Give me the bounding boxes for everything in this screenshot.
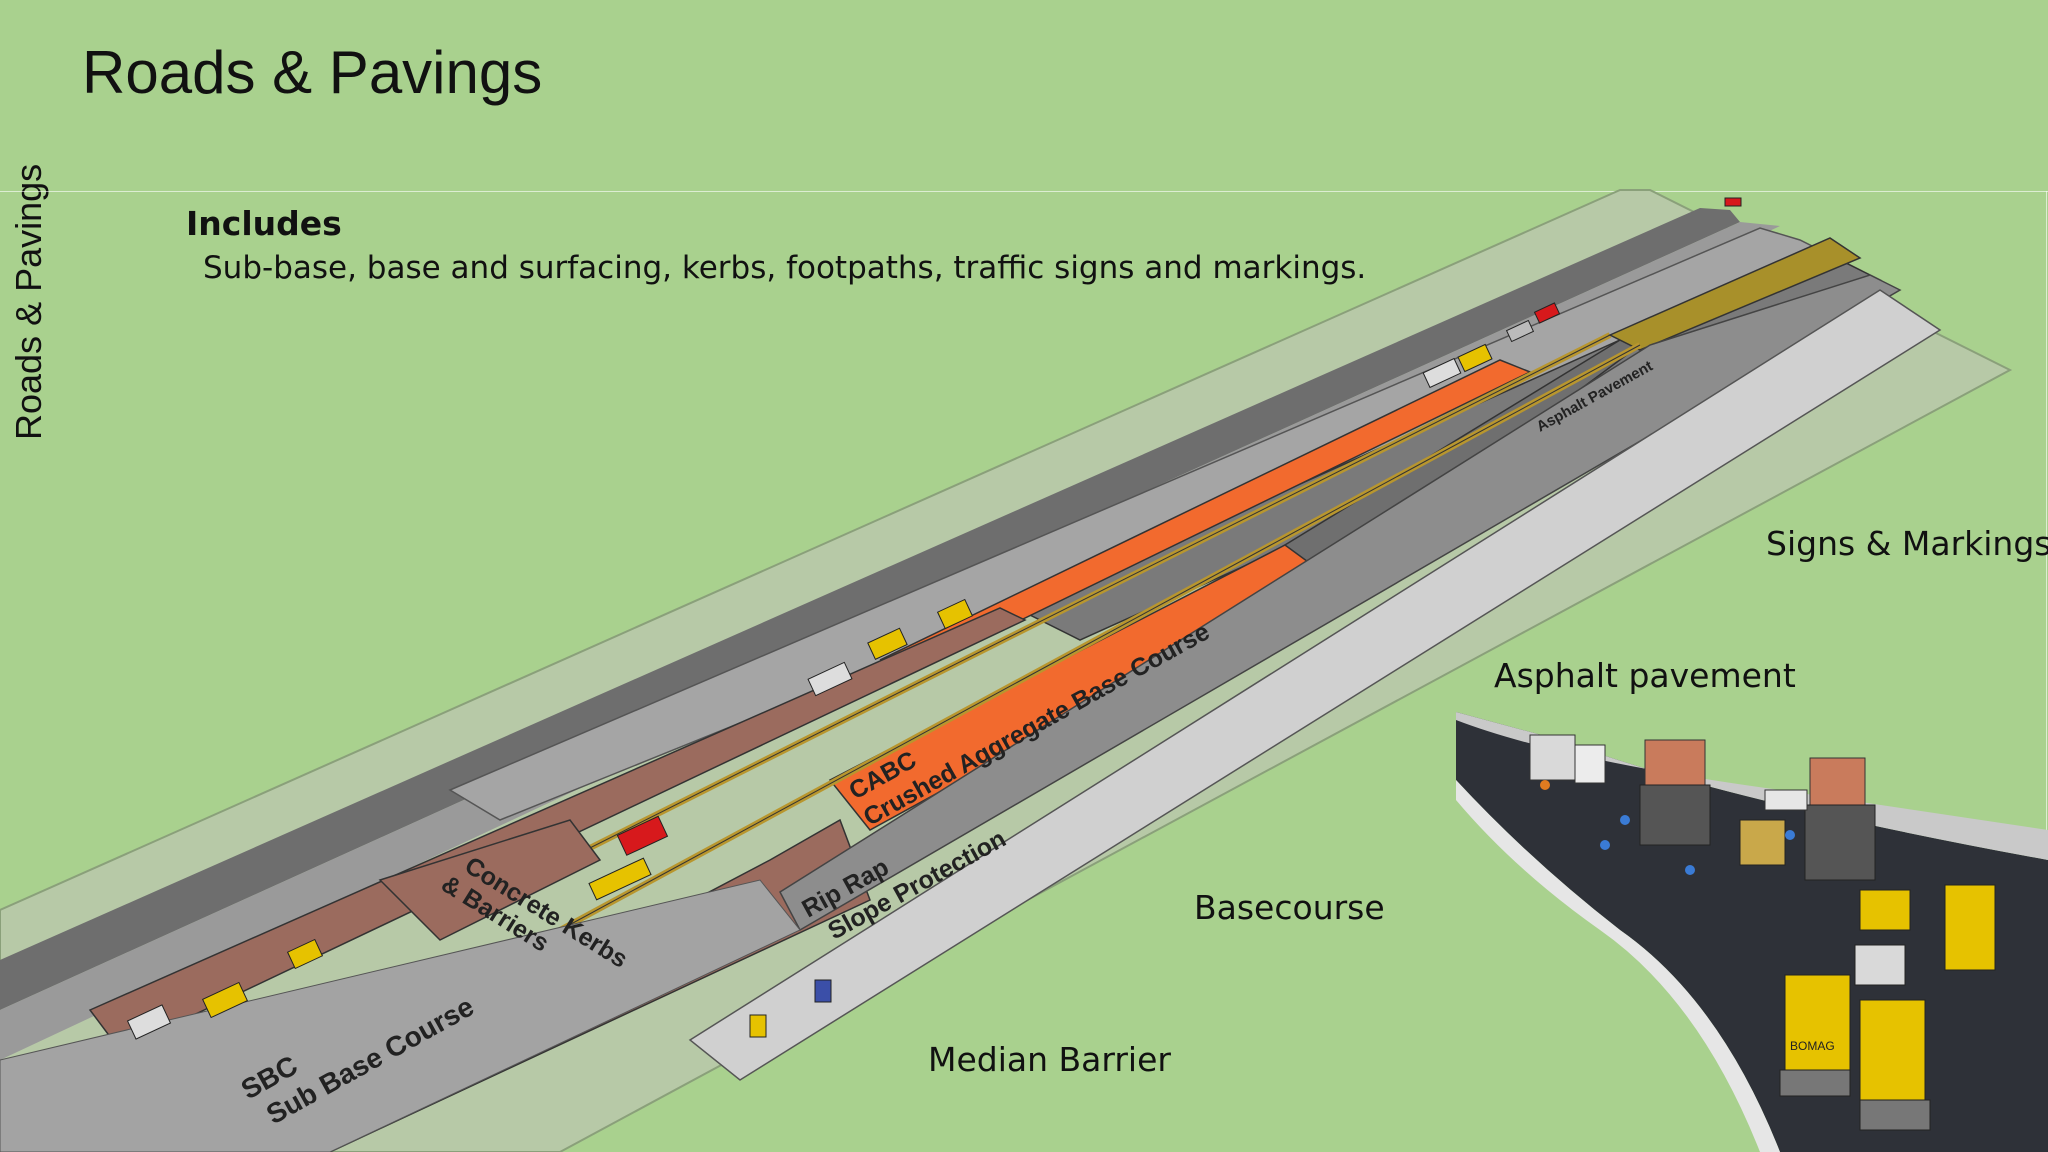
far-shoulder <box>0 208 1740 1010</box>
riprap-area <box>688 289 1942 1081</box>
asphalt-paving-photo: BOMAG <box>1456 712 2048 1152</box>
includes-text: Sub-base, base and surfacing, kerbs, foo… <box>203 250 1367 286</box>
construction-equipment <box>126 197 1742 1040</box>
lower-asphalt-band <box>779 274 1902 932</box>
right-border-line <box>2046 191 2047 1152</box>
yellow-marking-band <box>1608 237 1862 351</box>
median-barrier-callout: Median Barrier <box>928 1040 1171 1079</box>
asphalt-pavement-callout: Asphalt pavement <box>1494 656 1796 695</box>
page-title: Roads & Pavings <box>82 39 543 106</box>
roller-brand-label: BOMAG <box>1790 1039 1835 1053</box>
includes-heading: Includes <box>186 204 342 243</box>
kerbs-barriers-area <box>378 819 602 941</box>
signs-markings-callout: Signs & Markings <box>1766 524 2048 563</box>
basecourse-callout: Basecourse <box>1194 888 1385 927</box>
header-divider <box>0 191 2048 192</box>
lower-shoulder <box>0 879 801 1152</box>
